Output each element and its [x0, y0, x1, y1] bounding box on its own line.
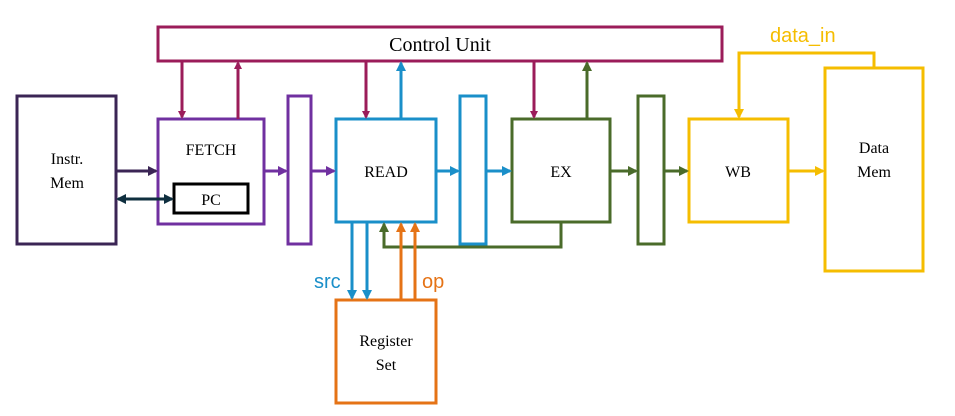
- instr-mem-label-line2: Mem: [50, 175, 84, 192]
- register-set-label-line2: Set: [376, 357, 397, 374]
- wb-label: WB: [725, 164, 751, 181]
- pc-box: [172, 182, 250, 215]
- pipeline-register-fetch: [286, 94, 313, 246]
- ex-label: EX: [550, 164, 572, 181]
- register-set-box: [334, 298, 438, 405]
- src-label: src: [314, 271, 341, 293]
- control-unit-box: [156, 25, 724, 63]
- ex-feedback-arrow: [379, 222, 563, 249]
- pc-label: PC: [201, 192, 221, 209]
- pipeline-register-ex: [636, 94, 666, 246]
- control-unit-label: Control Unit: [389, 34, 491, 56]
- data-in-arrow: [734, 51, 876, 119]
- instr-mem-box: [15, 94, 118, 246]
- read-label: READ: [364, 164, 408, 181]
- data-mem-label-line2: Mem: [857, 164, 891, 181]
- data-in-label: data_in: [770, 25, 836, 47]
- data-mem-label-line1: Data: [859, 140, 889, 157]
- op-label: op: [422, 271, 444, 293]
- register-set-label-line1: Register: [359, 333, 413, 350]
- pipeline-register-read: [458, 94, 488, 246]
- fetch-label: FETCH: [186, 142, 237, 159]
- instr-mem-label-line1: Instr.: [51, 151, 83, 168]
